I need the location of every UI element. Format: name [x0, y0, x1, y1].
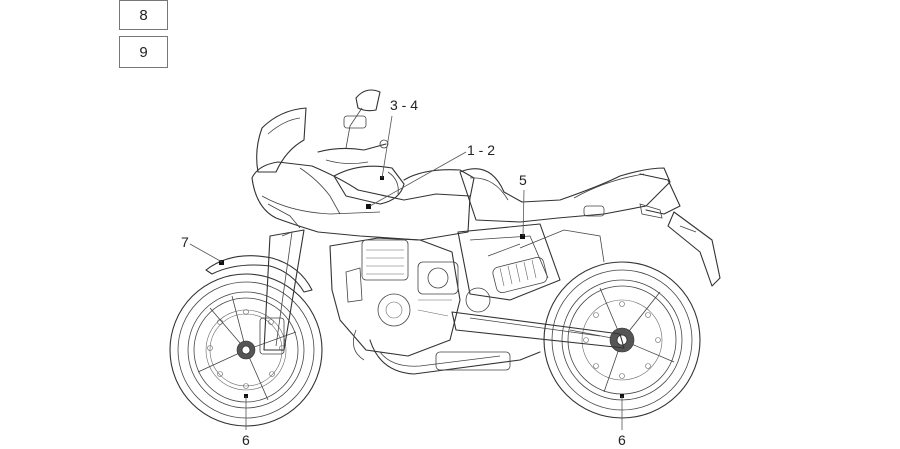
callout-6-front: 6 [242, 432, 250, 448]
reference-box-8: 8 [119, 0, 168, 30]
decal-marker-7 [219, 260, 224, 265]
reference-box-label: 8 [139, 6, 148, 24]
frame-and-swingarm [451, 223, 625, 349]
reference-box-9: 9 [119, 36, 168, 68]
rear-mudguard [667, 211, 721, 287]
callout-3-4: 3 - 4 [390, 97, 418, 113]
front-wheel [169, 273, 323, 427]
leader-lines [189, 115, 623, 430]
callout-6-rear: 6 [618, 432, 626, 448]
decal-marker-5 [520, 234, 525, 239]
front-forks [259, 229, 305, 355]
handlebar-and-mirror [317, 89, 389, 164]
front-fairing [251, 107, 471, 241]
fuel-tank [333, 165, 475, 205]
rear-shock [492, 256, 548, 294]
front-fender [205, 255, 313, 293]
exhaust [352, 329, 541, 375]
reference-box-label: 9 [139, 43, 148, 61]
callout-7: 7 [181, 234, 189, 250]
callout-5: 5 [519, 172, 527, 188]
engine [329, 237, 491, 357]
decal-marker-1-2 [366, 204, 371, 209]
callout-1-2: 1 - 2 [467, 142, 495, 158]
seat-and-tail [459, 167, 681, 223]
decal-markers [219, 176, 624, 398]
